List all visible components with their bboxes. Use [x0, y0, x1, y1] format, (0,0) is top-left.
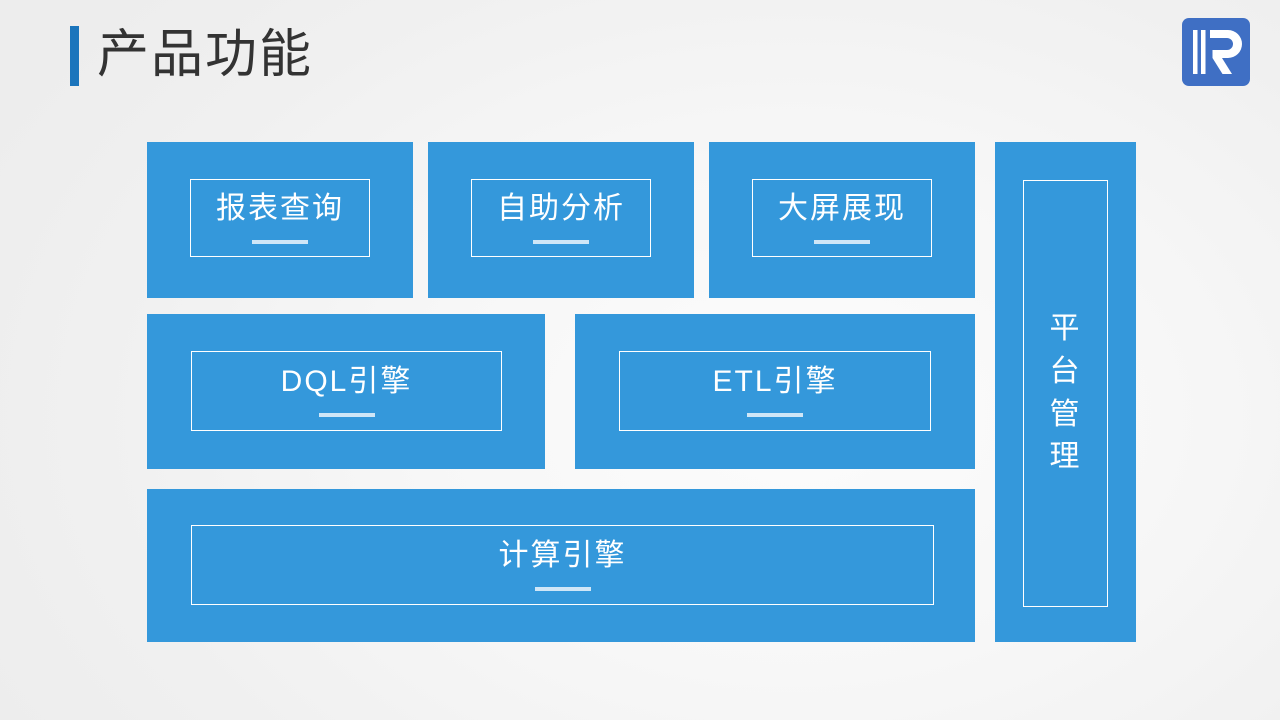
card-label-char: 台: [1049, 354, 1082, 388]
card-dql-engine[interactable]: DQL引擎: [147, 314, 545, 469]
card-frame: 自助分析: [471, 179, 651, 257]
card-compute-engine[interactable]: 计算引擎: [147, 489, 975, 642]
card-label: 大屏展现: [778, 191, 906, 225]
title-accent-bar: [70, 26, 79, 86]
slide-header: 产品功能: [0, 0, 1280, 110]
card-underline: [747, 413, 803, 418]
card-label: DQL引擎: [280, 364, 413, 398]
card-frame: 报表查询: [190, 179, 370, 257]
card-label: 报表查询: [216, 191, 344, 225]
card-frame: DQL引擎: [191, 351, 502, 431]
card-underline: [318, 413, 375, 418]
card-large-screen-display[interactable]: 大屏展现: [709, 142, 975, 298]
diagram-row-compute: 计算引擎: [147, 489, 975, 642]
card-label-char: 平: [1049, 312, 1082, 346]
card-frame: 平 台 管 理: [1023, 180, 1108, 607]
card-label: 计算引擎: [498, 538, 627, 572]
product-function-diagram: 报表查询 自助分析 大屏展现: [147, 142, 1136, 642]
card-underline: [533, 240, 589, 245]
card-label-char: 理: [1049, 440, 1082, 474]
diagram-row-engines: DQL引擎 ETL引擎: [147, 314, 975, 469]
card-label-vertical: 平 台 管 理: [1050, 308, 1082, 478]
card-label: ETL引擎: [712, 364, 838, 398]
page-title: 产品功能: [97, 26, 314, 84]
card-frame: ETL引擎: [619, 351, 931, 431]
logo-icon: [1182, 18, 1250, 86]
card-self-service-analysis[interactable]: 自助分析: [428, 142, 694, 298]
card-frame: 计算引擎: [191, 525, 934, 605]
card-underline: [534, 587, 591, 592]
card-label: 自助分析: [497, 191, 625, 225]
card-underline: [252, 240, 308, 245]
card-frame: 大屏展现: [752, 179, 932, 257]
card-platform-management[interactable]: 平 台 管 理: [995, 142, 1136, 642]
card-etl-engine[interactable]: ETL引擎: [575, 314, 975, 469]
card-underline: [814, 240, 870, 245]
card-label-char: 管: [1049, 397, 1082, 431]
diagram-left-stack: 报表查询 自助分析 大屏展现: [147, 142, 975, 642]
company-logo: [1182, 18, 1250, 86]
diagram-row-presentation: 报表查询 自助分析 大屏展现: [147, 142, 975, 298]
card-report-query[interactable]: 报表查询: [147, 142, 413, 298]
